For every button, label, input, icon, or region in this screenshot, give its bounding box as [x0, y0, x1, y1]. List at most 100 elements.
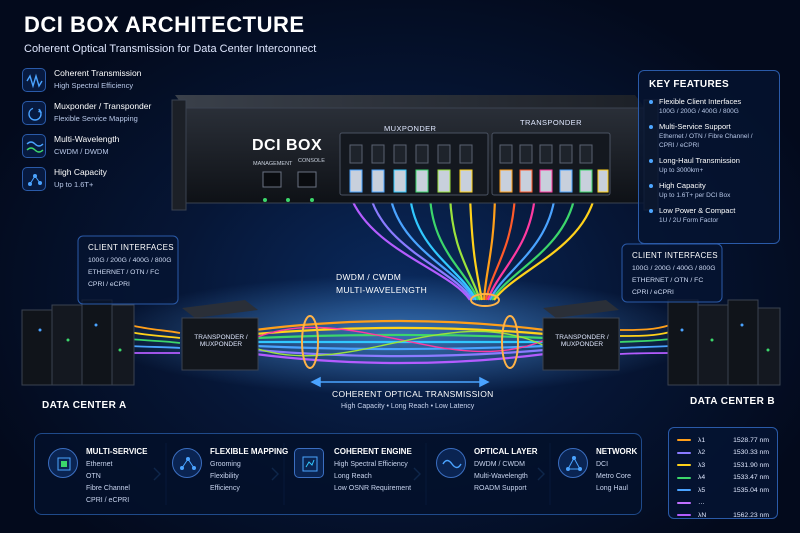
- client-line: ETHERNET / OTN / FC: [632, 277, 704, 284]
- wavelength-legend: λ1 1528.77 nm λ2 1530.33 nm λ3 1531.90 n…: [668, 427, 778, 519]
- fiber-left-dc: [129, 324, 181, 354]
- key-feature-item: High Capacity Up to 1.6T+ per DCI Box: [649, 181, 769, 200]
- feature-title: High Capacity: [54, 167, 107, 177]
- bottom-line: Grooming: [210, 461, 241, 468]
- wavelength-value: 1531.90 nm: [733, 461, 769, 469]
- feature-title: Coherent Transmission: [54, 68, 142, 78]
- bottom-line: CPRI / eCPRI: [86, 497, 130, 504]
- feature-coherent: Coherent Transmission High Spectral Effi…: [22, 68, 167, 98]
- wave-lines-icon: [22, 134, 46, 158]
- client-line: CPRI / eCPRI: [88, 281, 130, 288]
- feature-sub: Flexible Service Mapping: [54, 114, 138, 123]
- wavelength-label: λ2: [698, 449, 706, 457]
- feature-muxponder: Muxponder / Transponder Flexible Service…: [22, 101, 167, 131]
- wavelength-label: …: [698, 499, 705, 507]
- bottom-line: High Spectral Efficiency: [334, 461, 408, 468]
- feature-title: Muxponder / Transponder: [54, 101, 152, 111]
- client-line: CPRI / eCPRI: [632, 289, 674, 296]
- fiber-bundle-horizontal: [254, 319, 546, 365]
- bottom-title: NETWORK: [596, 447, 638, 456]
- bottom-line: Multi-Wavelength: [474, 473, 528, 480]
- transponder-left-label: TRANSPONDER / MUXPONDER: [186, 334, 256, 348]
- client-line: 100G / 200G / 400G / 800G: [632, 265, 716, 272]
- bottom-network: NETWORK DCI Metro Core Long Haul: [596, 447, 637, 495]
- bottom-title: MULTI-SERVICE: [86, 447, 148, 456]
- key-feature-title: High Capacity: [659, 181, 706, 190]
- bottom-line: Efficiency: [210, 485, 240, 492]
- network-nodes-icon: [22, 167, 46, 191]
- fiber-right-dc: [619, 324, 671, 355]
- transponder-text: MUXPONDER: [199, 341, 243, 348]
- wavelength-swatch: [677, 451, 691, 454]
- client-heading: CLIENT INTERFACES: [88, 243, 174, 252]
- key-feature-sub: CPRI / eCPRI: [659, 142, 700, 149]
- datacenter-a-label: DATA CENTER A: [42, 400, 127, 411]
- fiber-bundle-down: [348, 194, 597, 301]
- wavelength-label: λ4: [698, 474, 706, 482]
- wavelength-label: λ5: [698, 486, 706, 494]
- bottom-title: COHERENT ENGINE: [334, 447, 412, 456]
- wavelength-swatch: [677, 501, 691, 504]
- datacenter-b-label: DATA CENTER B: [690, 396, 776, 407]
- bottom-mapping: FLEXIBLE MAPPING Grooming Flexibility Ef…: [210, 447, 288, 495]
- wavelength-label: λ3: [698, 461, 706, 469]
- key-feature-title: Low Power & Compact: [659, 206, 736, 215]
- page-title: DCI BOX ARCHITECTURE: [24, 12, 305, 37]
- transponder-right: [542, 300, 620, 371]
- wave-icon: [436, 448, 466, 478]
- wavelength-row: λ5 1535.04 nm: [677, 484, 769, 497]
- wavelength-row: λ4 1533.47 nm: [677, 472, 769, 485]
- coherent-label: COHERENT OPTICAL TRANSMISSION: [332, 389, 494, 399]
- wavelength-row: λ2 1530.33 nm: [677, 447, 769, 460]
- wavelength-value: 1535.04 nm: [733, 486, 769, 494]
- key-feature-sub: 1U / 2U Form Factor: [659, 217, 719, 224]
- bottom-line: Metro Core: [596, 473, 632, 480]
- transponder-right-label: TRANSPONDER / MUXPONDER: [547, 334, 617, 348]
- bottom-multiservice: MULTI-SERVICE Ethernet OTN Fibre Channel…: [86, 447, 147, 507]
- wavelength-value: 1562.23 nm: [733, 511, 769, 519]
- key-feature-sub: 100G / 200G / 400G / 800G: [659, 108, 739, 115]
- key-feature-sub: Ethernet / OTN / Fibre Channel /: [659, 133, 753, 140]
- feature-sub: CWDM / DWDM: [54, 147, 109, 156]
- bottom-coherent-engine: COHERENT ENGINE High Spectral Efficiency…: [334, 447, 412, 495]
- wavelength-swatch: [677, 489, 691, 492]
- bottom-title: FLEXIBLE MAPPING: [210, 447, 289, 456]
- key-feature-title: Long-Haul Transmission: [659, 156, 740, 165]
- bottom-line: ROADM Support: [474, 485, 527, 492]
- client-line: ETHERNET / OTN / FC: [88, 269, 160, 276]
- wavelength-value: 1530.33 nm: [733, 449, 769, 457]
- transponder-left: [181, 300, 259, 371]
- sfp-module-row: [349, 144, 609, 193]
- wavelength-row: λN 1562.23 nm: [677, 509, 769, 522]
- bottom-line: Long Haul: [596, 485, 628, 492]
- key-feature-item: Flexible Client Interfaces 100G / 200G /…: [649, 97, 769, 116]
- mapping-icon: [172, 448, 202, 478]
- key-feature-title: Flexible Client Interfaces: [659, 97, 742, 106]
- key-feature-item: Low Power & Compact 1U / 2U Form Factor: [649, 206, 769, 225]
- datacenter-b-racks: [667, 299, 781, 386]
- wavelength-swatch: [677, 514, 691, 517]
- feature-sub: High Spectral Efficiency: [54, 81, 134, 90]
- link-ring-center: [470, 293, 500, 307]
- transponder-text: MUXPONDER: [560, 341, 604, 348]
- wavelength-value: 1533.47 nm: [733, 474, 769, 482]
- wavelength-row: …: [677, 497, 769, 510]
- bottom-line: OTN: [86, 473, 101, 480]
- client-box-right: [621, 243, 723, 303]
- bottom-line: Flexibility: [210, 473, 239, 480]
- page-subtitle: Coherent Optical Transmission for Data C…: [24, 43, 317, 55]
- wavelength-value: 1528.77 nm: [733, 436, 769, 444]
- bottom-optical-layer: OPTICAL LAYER DWDM / CWDM Multi-Waveleng…: [474, 447, 538, 495]
- wavelength-swatch: [677, 439, 691, 442]
- muxponder-label: MUXPONDER: [384, 124, 437, 133]
- dwdm-label: DWDM / CWDM: [336, 272, 402, 282]
- bottom-line: Low OSNR Requirement: [334, 485, 412, 492]
- wavelength-swatch: [677, 476, 691, 479]
- chip-icon: [48, 448, 78, 478]
- cycle-icon: [22, 101, 46, 125]
- coherent-sub-label: High Capacity • Long Reach • Low Latency: [341, 403, 475, 410]
- client-box-left: [77, 235, 179, 305]
- key-features-heading: KEY FEATURES: [649, 79, 729, 90]
- device-name: DCI BOX: [252, 137, 323, 154]
- link-ring-left: [301, 315, 319, 369]
